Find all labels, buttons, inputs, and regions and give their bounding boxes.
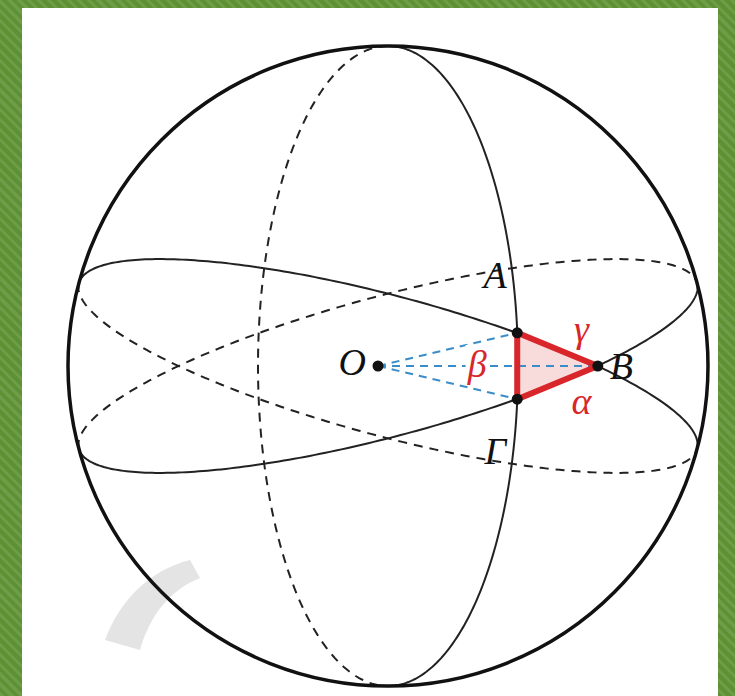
hidden-great-circle-arc bbox=[78, 259, 697, 449]
sphere-outline bbox=[68, 46, 708, 686]
point-dot bbox=[592, 361, 603, 372]
hidden-great-circle-arc bbox=[78, 283, 697, 473]
visible-great-circle-arc bbox=[79, 259, 698, 449]
vertex-label: B bbox=[608, 347, 635, 385]
vertex-label: A bbox=[482, 256, 509, 294]
angle-label: β bbox=[466, 345, 489, 383]
point-dot bbox=[373, 361, 384, 372]
hidden-great-circle-arc bbox=[258, 46, 388, 686]
radius-line bbox=[378, 333, 517, 366]
watermark-shape bbox=[105, 560, 200, 650]
arc-label: γ bbox=[572, 310, 591, 348]
center-label: O bbox=[337, 343, 368, 381]
point-dot bbox=[512, 327, 523, 338]
radius-line bbox=[378, 366, 517, 399]
point-dot bbox=[512, 394, 523, 405]
visible-great-circle-arc bbox=[79, 283, 698, 473]
arc-label: α bbox=[570, 382, 594, 420]
vertex-label: Γ bbox=[482, 432, 508, 470]
